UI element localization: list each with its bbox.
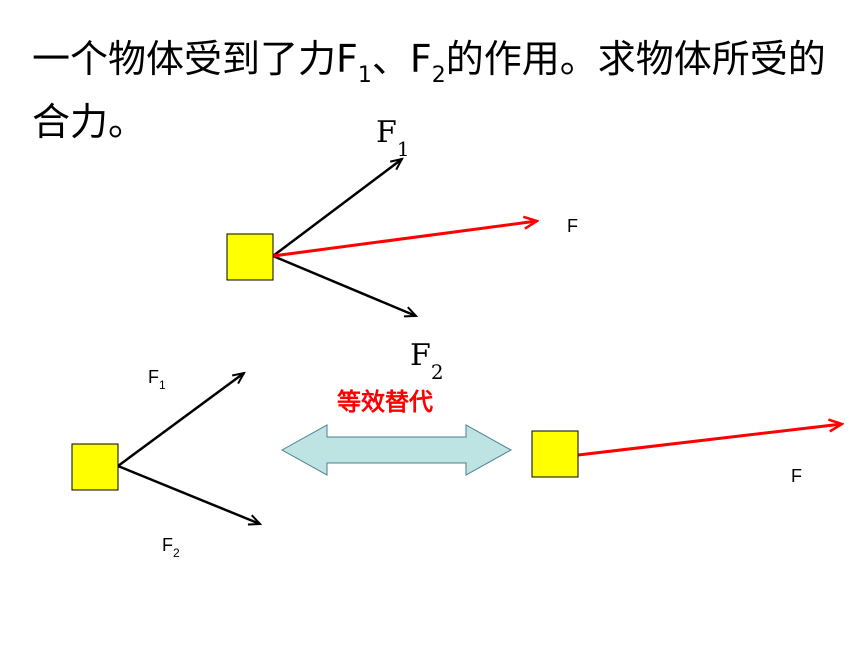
left-object-box xyxy=(71,443,119,491)
problem-statement: 一个物体受到了力F1、F2的作用。求物体所受的合力。 xyxy=(32,37,826,144)
right-resultant-label: F xyxy=(791,466,802,486)
left-f2-label: F2 xyxy=(162,535,180,560)
left-f1-arrow xyxy=(117,373,244,468)
top-f1-arrow xyxy=(272,159,402,257)
top-f2-label: F2 xyxy=(410,338,444,384)
left-f2-arrow xyxy=(117,464,260,524)
top-resultant-arrow xyxy=(272,221,537,258)
equivalence-label: 等效替代 xyxy=(337,388,433,416)
left-f1-label: F1 xyxy=(148,367,166,392)
top-f1-label: F1 xyxy=(376,115,410,161)
right-object-box xyxy=(531,430,579,478)
top-object-box xyxy=(226,233,274,281)
right-resultant-arrow xyxy=(577,424,842,457)
equivalence-double-arrow xyxy=(280,424,513,476)
top-f2-arrow xyxy=(272,254,416,316)
top-resultant-label: F xyxy=(567,216,578,236)
